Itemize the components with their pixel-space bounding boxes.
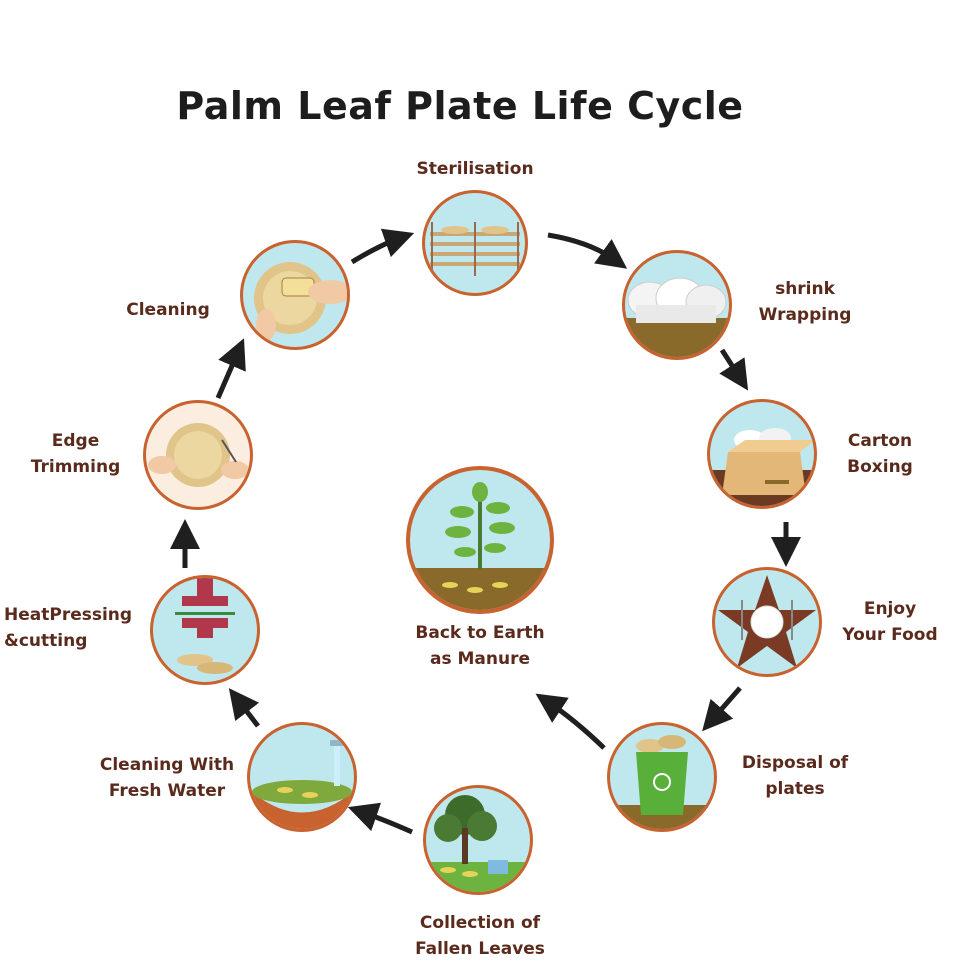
label-carton-boxing: Carton Boxing [847,431,913,477]
carton-boxing-illustration [707,399,817,509]
arrow-shrink-to-carton [719,348,749,391]
shrink-wrapping-illustration [622,250,732,360]
label-back-to-earth: Back to Earth as Manure [415,623,545,669]
back-to-earth-illustration [406,466,554,614]
arrow-collection-to-water [347,802,414,835]
arrow-sterilisation-to-shrink [547,232,628,269]
label-cleaning: Cleaning [126,300,210,320]
label-sterilisation: Sterilisation [416,159,534,179]
arrow-cleaning-to-sterilisation [350,228,415,265]
page-title: Palm Leaf Plate Life Cycle [176,84,744,128]
edge-trimming-illustration [143,400,253,510]
water-cleaning-illustration [247,722,357,832]
label-shrink-wrapping: shrink Wrapping [758,279,852,325]
disposal-illustration [607,722,717,832]
label-heatpressing-cutting: HeatPressing &cutting [4,605,133,651]
enjoy-your-food-illustration [712,567,822,677]
arrow-edge-to-cleaning [215,338,246,399]
label-enjoy-your-food: Enjoy Your Food [842,599,938,645]
arrow-enjoy-to-disposal [702,686,742,732]
label-collection-of-fallen-leaves: Collection of Fallen Leaves [415,913,545,959]
arrow-disposal-to-center [535,693,606,750]
label-disposal-of-plates: Disposal of plates [741,753,849,799]
label-edge-trimming: Edge Trimming [30,431,121,477]
heat-pressing-illustration [150,575,260,685]
collection-illustration [423,785,533,895]
label-cleaning-with-fresh-water: Cleaning With Fresh Water [99,755,235,801]
arrow-water-to-heat [228,688,260,728]
sterilisation-illustration [422,190,528,296]
cycle-arrows [170,228,801,835]
cleaning-illustration [240,240,350,350]
